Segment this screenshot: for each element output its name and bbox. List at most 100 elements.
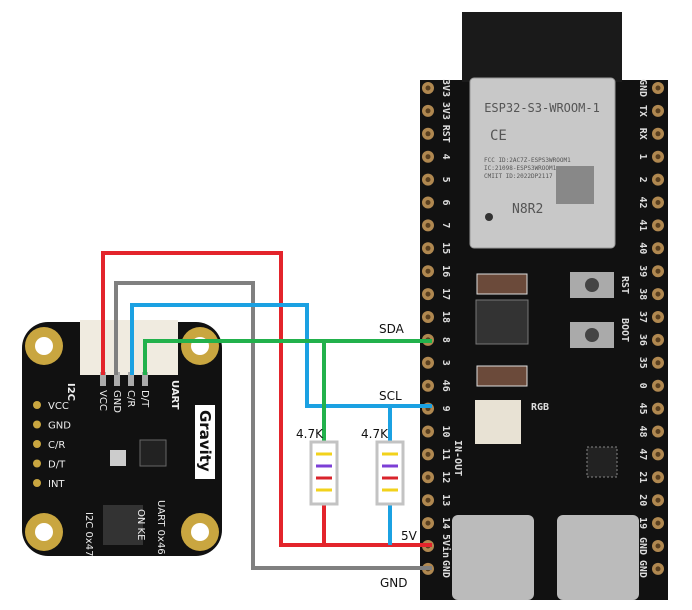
connector-header bbox=[80, 320, 178, 375]
ce-mark: CE bbox=[490, 128, 507, 144]
side-pin bbox=[33, 401, 41, 409]
left-pin-label: 46 bbox=[440, 380, 451, 392]
left-pin-label: 7 bbox=[440, 222, 451, 228]
right-pin-label: 1 bbox=[637, 154, 648, 160]
left-pin-label: 8 bbox=[440, 337, 451, 343]
left-pin-label: 3V3 bbox=[440, 102, 451, 120]
brand-label: Gravity bbox=[196, 410, 214, 472]
vcc-wire bbox=[101, 251, 432, 547]
left-pin-label: 11 bbox=[440, 448, 451, 460]
boot-label: BOOT bbox=[619, 318, 630, 342]
right-pin-label: 2 bbox=[637, 177, 648, 183]
left-pin-label: 9 bbox=[440, 406, 451, 412]
rgb-label: RGB bbox=[531, 402, 549, 413]
5v-label: 5V bbox=[401, 529, 418, 543]
sda-wire bbox=[143, 339, 432, 375]
header-pin-label: D/T bbox=[139, 390, 150, 408]
side-pin-label: D/T bbox=[48, 460, 66, 471]
r1-value-label: 4.7K bbox=[296, 427, 324, 441]
scl-wire bbox=[130, 303, 432, 408]
header-pin bbox=[128, 372, 134, 386]
gnd-label: GND bbox=[380, 576, 408, 590]
gravity-sensor-board: I2C UART Gravity ON KE I2C 0x47 UART 0x4… bbox=[22, 320, 222, 556]
left-pin-label: 18 bbox=[440, 311, 451, 323]
right-pin-label: GND bbox=[637, 560, 648, 578]
right-pin-label: GND bbox=[637, 537, 648, 555]
left-pin-label: 12 bbox=[440, 471, 451, 483]
side-pin-label: GND bbox=[48, 421, 71, 432]
left-pin-label: 17 bbox=[440, 288, 451, 300]
ic-id: IC:21098-ESPS3WROOM1 bbox=[484, 165, 557, 172]
address-switch[interactable] bbox=[103, 505, 143, 545]
right-pin-label: 42 bbox=[637, 196, 648, 208]
esp32-module bbox=[469, 77, 616, 249]
uart-label: UART bbox=[169, 380, 180, 410]
fcc-id: FCC ID:2AC7Z-ESPS3WROOM1 bbox=[484, 157, 571, 164]
right-pin-label: 48 bbox=[637, 425, 648, 437]
scl-label: SCL bbox=[379, 389, 402, 403]
header-pin-label: C/R bbox=[125, 390, 136, 407]
right-pin-label: 47 bbox=[637, 448, 648, 460]
switch-on-label: ON KE bbox=[135, 509, 146, 540]
right-pin-label: 38 bbox=[637, 288, 648, 300]
right-pin-label: 35 bbox=[637, 357, 648, 369]
side-pin bbox=[33, 420, 41, 429]
left-pin-label: 14 bbox=[440, 517, 451, 529]
left-pin-label: GND bbox=[440, 560, 451, 578]
header-pin bbox=[114, 372, 120, 386]
switch-right-label: UART 0x46 bbox=[155, 500, 166, 555]
right-pin-label: 39 bbox=[637, 265, 648, 277]
right-pin-label: 19 bbox=[637, 517, 648, 529]
side-pin bbox=[33, 479, 41, 487]
voltage-regulator bbox=[475, 299, 529, 345]
right-pin-label: GND bbox=[637, 79, 648, 97]
qr-code bbox=[556, 166, 594, 204]
gnd-wire bbox=[114, 281, 432, 570]
usb-c-port-2[interactable] bbox=[557, 515, 639, 600]
side-pin bbox=[33, 459, 41, 468]
left-pin-label: 5 bbox=[440, 177, 451, 183]
right-pin-label: 40 bbox=[637, 242, 648, 254]
rgb-led bbox=[475, 400, 521, 444]
rst-label: RST bbox=[619, 276, 630, 294]
in-out-label: IN-OUT bbox=[452, 440, 463, 476]
left-pin-label: 6 bbox=[440, 199, 451, 205]
right-pin-label: 36 bbox=[637, 334, 648, 346]
right-pin-label: 45 bbox=[637, 403, 648, 415]
header-pin-label: GND bbox=[111, 390, 122, 413]
i2c-label: I2C bbox=[65, 383, 76, 401]
cmiit-id: CMIIT ID:2022DP2117 bbox=[484, 173, 553, 180]
left-pin-label: 3 bbox=[440, 360, 451, 366]
left-pin-label: 3V3 bbox=[440, 79, 451, 97]
header-pin bbox=[142, 372, 148, 386]
wires bbox=[101, 251, 432, 570]
right-pin-label: 37 bbox=[637, 311, 648, 323]
header-pin-label: VCC bbox=[97, 390, 108, 411]
switch-left-label: I2C 0x47 bbox=[83, 512, 94, 556]
side-pin bbox=[33, 440, 41, 448]
r2-value-label: 4.7K bbox=[361, 427, 389, 441]
left-pin-label: 10 bbox=[440, 425, 451, 437]
right-pin-label: 0 bbox=[637, 383, 648, 389]
resistor-2 bbox=[375, 440, 405, 506]
module-name: ESP32-S3-WROOM-1 bbox=[484, 101, 600, 115]
esp32-board: ESP32-S3-WROOM-1 CE FCC ID:2AC7Z-ESPS3WR… bbox=[413, 10, 669, 602]
right-pin-label: RX bbox=[637, 128, 648, 140]
left-pin-label: 5Vin bbox=[440, 534, 452, 558]
right-pin-label: TX bbox=[637, 105, 648, 117]
left-pin-label: 13 bbox=[440, 494, 451, 506]
left-pin-label: 4 bbox=[440, 154, 451, 160]
right-pin-label: 21 bbox=[637, 471, 648, 483]
usb-c-port-1[interactable] bbox=[452, 515, 534, 600]
left-pin-label: RST bbox=[440, 125, 451, 143]
left-pin-label: 15 bbox=[440, 242, 451, 254]
left-pin-label: 16 bbox=[440, 265, 451, 277]
side-pin-label: VCC bbox=[48, 401, 69, 412]
right-pin-label: 41 bbox=[637, 219, 648, 231]
module-variant: N8R2 bbox=[512, 202, 543, 217]
side-pin-label: INT bbox=[48, 479, 65, 490]
sda-label: SDA bbox=[379, 322, 405, 336]
side-pin-label: C/R bbox=[48, 440, 65, 451]
header-pin bbox=[100, 372, 106, 386]
